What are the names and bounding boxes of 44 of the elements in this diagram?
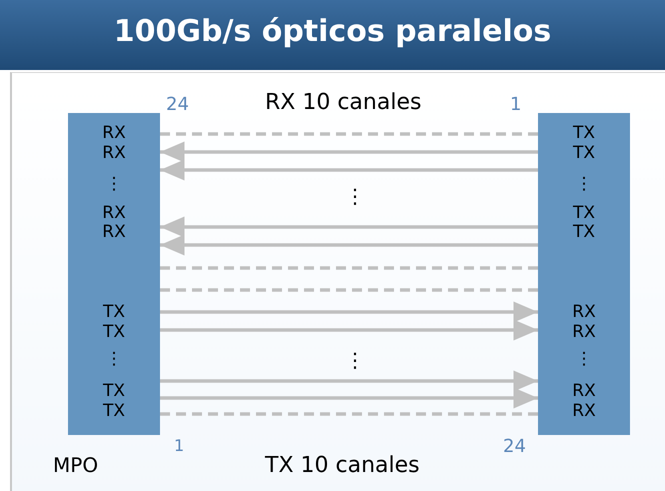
fiber-arrow xyxy=(160,142,538,162)
channel-label: ⋮ xyxy=(104,351,124,368)
fiber-arrow xyxy=(160,320,538,340)
fiber-arrow xyxy=(160,302,538,322)
fiber-arrow xyxy=(160,160,538,180)
fiber-number: 1 xyxy=(174,438,184,454)
dashed-fiber-line xyxy=(160,266,538,270)
channel-label: ⋮ xyxy=(104,176,124,193)
channel-label: TX xyxy=(102,383,126,400)
channel-label: ⋮ xyxy=(574,351,594,368)
connector-type-label: MPO xyxy=(53,455,98,475)
fiber-number: 24 xyxy=(503,438,526,456)
connector-block xyxy=(538,113,630,435)
ellipsis-mark: ⋮ xyxy=(345,186,365,206)
channel-label: RX xyxy=(101,205,127,222)
channel-label: TX xyxy=(572,125,596,142)
ellipsis-mark: ⋮ xyxy=(345,350,365,370)
fiber-arrow xyxy=(160,216,538,238)
fiber-number: 24 xyxy=(166,96,189,114)
fiber-arrow xyxy=(160,388,538,408)
channel-label: RX xyxy=(101,125,127,142)
connector-block xyxy=(68,113,160,435)
channel-label: TX xyxy=(572,224,596,241)
channel-caption: RX 10 canales xyxy=(265,92,422,114)
channel-label: TX xyxy=(102,304,126,321)
dashed-fiber-line xyxy=(160,132,538,136)
channel-label: RX xyxy=(571,403,597,420)
channel-label: TX xyxy=(102,403,126,420)
channel-label: RX xyxy=(101,224,127,241)
channel-label: TX xyxy=(572,145,596,162)
dashed-fiber-line xyxy=(160,412,538,416)
channel-label: TX xyxy=(572,205,596,222)
channel-label: RX xyxy=(571,324,597,341)
fiber-number: 1 xyxy=(510,96,522,114)
fiber-arrow xyxy=(160,234,538,256)
fiber-arrow xyxy=(160,370,538,392)
title: 100Gb/s ópticos paralelos xyxy=(112,14,552,49)
channel-label: RX xyxy=(571,304,597,321)
channel-label: RX xyxy=(101,145,127,162)
channel-label: TX xyxy=(102,324,126,341)
dashed-fiber-line xyxy=(160,288,538,292)
channel-label: RX xyxy=(571,383,597,400)
channel-caption: TX 10 canales xyxy=(265,455,420,477)
channel-label: ⋮ xyxy=(574,176,594,193)
